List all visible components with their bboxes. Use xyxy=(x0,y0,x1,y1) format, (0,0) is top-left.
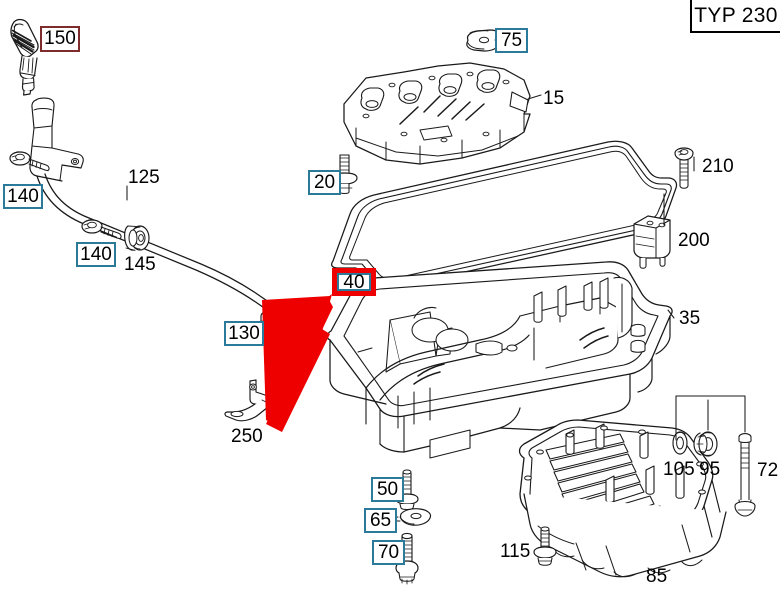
part-seal-105 xyxy=(672,431,688,455)
callout-75[interactable]: 75 xyxy=(495,28,528,53)
callout-65[interactable]: 65 xyxy=(364,508,397,533)
title-block-text: TYP 230 xyxy=(694,3,778,27)
callout-140-text: 140 xyxy=(7,185,39,207)
part-label-115: 115 xyxy=(500,541,531,562)
callout-40-inner: 40 xyxy=(337,271,371,293)
part-bolt-115 xyxy=(533,526,557,566)
part-valve-cover-15 xyxy=(343,62,531,165)
part-upper-oil-pan-35 xyxy=(326,261,673,459)
callout-150-text: 150 xyxy=(44,28,76,49)
part-guide-tube-125 xyxy=(29,97,302,346)
part-label-200: 200 xyxy=(678,230,710,251)
part-washer-65 xyxy=(392,508,432,526)
part-label-72: 72 xyxy=(757,460,779,481)
callout-140[interactable]: 140 xyxy=(76,242,116,267)
part-bracket-250 xyxy=(224,379,269,422)
callout-40[interactable]: 40 xyxy=(332,268,376,296)
callout-140-text: 140 xyxy=(80,243,112,265)
part-label-210: 210 xyxy=(702,156,734,177)
callout-130-text: 130 xyxy=(228,322,260,344)
part-label-35: 35 xyxy=(679,308,701,329)
title-block: TYP 230 xyxy=(690,0,780,33)
part-label-15: 15 xyxy=(543,88,565,109)
part-label-250: 250 xyxy=(231,426,263,447)
part-bolt-140b xyxy=(81,219,122,240)
callout-65-text: 65 xyxy=(369,509,392,531)
part-label-95: 95 xyxy=(699,459,721,480)
callout-140[interactable]: 140 xyxy=(3,184,43,209)
part-label-125: 125 xyxy=(128,167,160,188)
callout-50[interactable]: 50 xyxy=(371,477,404,502)
part-bolt-210 xyxy=(674,147,694,189)
callout-70-text: 70 xyxy=(377,541,400,563)
callout-130[interactable]: 130 xyxy=(224,321,264,346)
part-label-85: 85 xyxy=(646,566,668,587)
callout-50-text: 50 xyxy=(376,478,399,500)
part-dipstick-150 xyxy=(10,18,39,96)
callout-150[interactable]: 150 xyxy=(40,26,80,52)
part-sensor-200 xyxy=(633,215,671,269)
callout-70[interactable]: 70 xyxy=(372,540,405,565)
part-lower-sump-85 xyxy=(518,419,727,578)
part-bolt-140a xyxy=(9,151,50,172)
part-drain-plug-95 xyxy=(693,431,718,457)
part-long-bolt-72 xyxy=(734,433,756,517)
part-label-105: 105 xyxy=(663,459,695,480)
callout-75-text: 75 xyxy=(500,29,523,51)
callout-40-text: 40 xyxy=(343,271,365,293)
callout-20-text: 20 xyxy=(313,171,336,193)
callout-20[interactable]: 20 xyxy=(308,170,341,195)
part-grommet-145 xyxy=(124,225,150,251)
part-label-145: 145 xyxy=(124,254,156,275)
